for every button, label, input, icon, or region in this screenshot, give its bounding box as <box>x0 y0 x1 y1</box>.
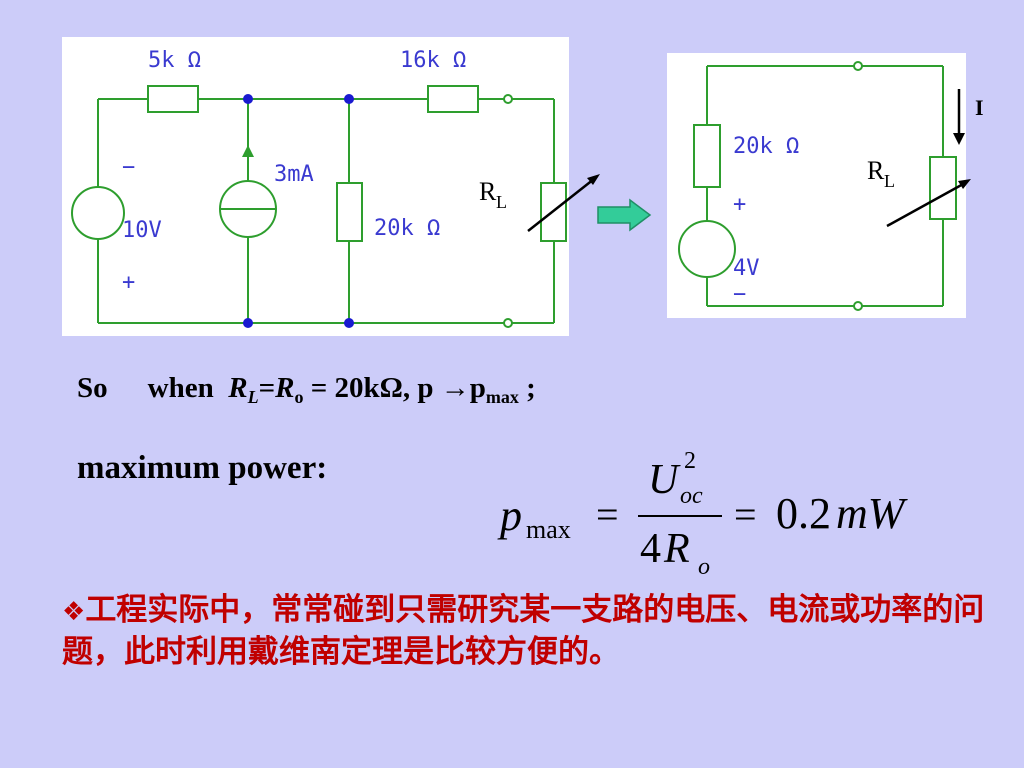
ro-sub: o <box>294 387 304 407</box>
r2-label: 16k Ω <box>400 48 466 73</box>
max-power-formula: p max = U 2 oc 4 R o = 0.2 mW <box>497 448 908 580</box>
minus-sign: − <box>733 282 746 307</box>
voltage-label: 4V <box>733 256 760 281</box>
note-text: 工程实际中，常常碰到只需研究某一支路的电压、电流或功率的问题，此时利用戴维南定理… <box>62 592 985 670</box>
thevenin-circuit-diagram: I 20k Ω + 4V − R L <box>678 61 984 311</box>
minus-sign: − <box>122 155 135 180</box>
plus-sign: + <box>733 192 746 217</box>
node-dot <box>344 318 354 328</box>
condition-rest: = 20kΩ, p →p <box>303 372 486 404</box>
formula-p-sub: max <box>526 515 571 544</box>
formula-r: R <box>663 526 690 572</box>
formula-u-sup: 2 <box>684 448 696 474</box>
variable-arrow-icon <box>886 181 966 228</box>
terminal-icon <box>853 301 863 311</box>
formula-equals-2: = <box>734 492 757 537</box>
node-dot <box>344 94 354 104</box>
load-label: R <box>479 177 497 206</box>
formula-r-sub: o <box>698 554 710 580</box>
when-word: when <box>147 372 214 404</box>
variable-arrow-icon <box>527 178 595 232</box>
voltage-source-icon <box>678 220 736 278</box>
voltage-source-icon <box>71 186 125 240</box>
formula-equals-1: = <box>596 492 619 537</box>
voltage-label: 10V <box>122 218 162 243</box>
current-source-icon <box>219 145 277 238</box>
load-resistor <box>929 156 957 220</box>
r1-label: 5k Ω <box>148 48 201 73</box>
terminal-icon <box>503 94 513 104</box>
resistor-5k <box>147 85 199 113</box>
terminal-icon <box>503 318 513 328</box>
condition-end: ; <box>518 372 536 404</box>
rl-symbol: R <box>228 372 248 404</box>
current-source-label: 3mA <box>274 162 314 187</box>
node-dot <box>243 318 253 328</box>
load-label-sub: L <box>496 192 507 212</box>
formula-p: p <box>497 491 522 540</box>
formula-unit: mW <box>836 489 908 538</box>
r3-label: 20k Ω <box>374 216 440 241</box>
current-label: I <box>975 95 984 120</box>
resistor-20k <box>693 124 721 188</box>
diamond-bullet-icon: ❖ <box>62 597 86 627</box>
r-label: 20k Ω <box>733 134 799 159</box>
load-label: R <box>867 156 885 185</box>
so-word: So <box>77 372 108 404</box>
pmax-sub: max <box>485 387 519 407</box>
right-arrow-icon <box>597 198 652 232</box>
terminal-icon <box>853 61 863 71</box>
resistor-16k <box>427 85 479 113</box>
equals-sign: = <box>258 372 276 404</box>
max-power-label: maximum power: <box>77 450 328 486</box>
formula-4: 4 <box>640 526 661 572</box>
load-label-sub: L <box>884 171 895 191</box>
rl-sub: L <box>247 387 259 407</box>
right-circuit-panel: I 20k Ω + 4V − R L <box>667 53 984 318</box>
plus-sign: + <box>122 270 135 295</box>
resistor-20k <box>336 182 363 242</box>
formula-result: 0.2 <box>776 489 831 538</box>
ro-symbol: R <box>275 372 295 404</box>
note-paragraph: ❖工程实际中，常常碰到只需研究某一支路的电压、电流或功率的问题，此时利用戴维南定… <box>62 590 1022 672</box>
formula-u: U <box>648 457 681 503</box>
left-circuit-diagram: 5k Ω 16k Ω 3mA 20k Ω 10V − + R L <box>71 48 600 328</box>
node-dot <box>243 94 253 104</box>
formula-u-sub: oc <box>680 483 703 509</box>
left-circuit-panel: 5k Ω 16k Ω 3mA 20k Ω 10V − + R L <box>62 37 600 336</box>
